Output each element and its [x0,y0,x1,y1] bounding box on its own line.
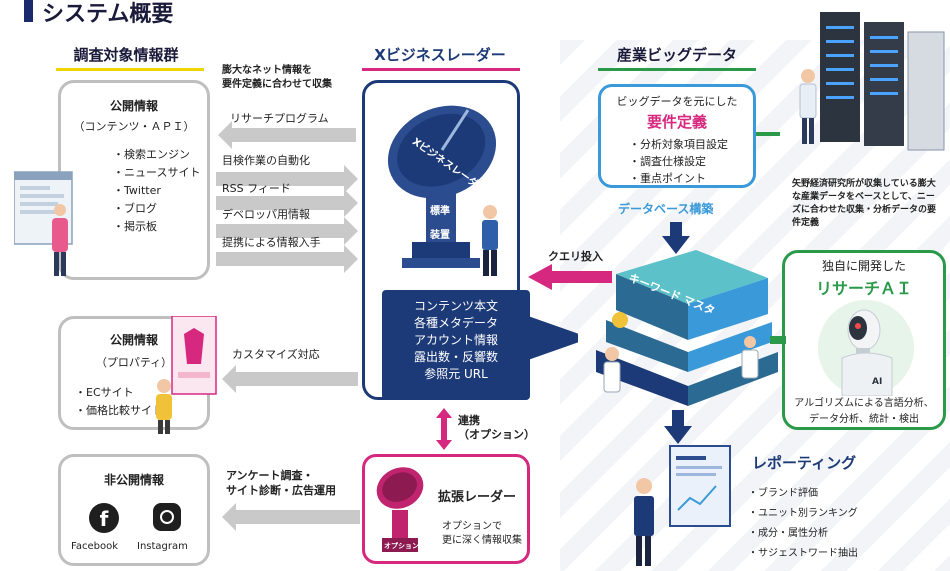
list-item: ・掲示板 [113,220,157,233]
panel-public-api-title: 公開情報 [109,99,158,113]
radar-data-item: 露出数・反響数 [413,350,498,364]
list-item: ・ECサイト [75,386,134,399]
title-accent-bar [24,0,33,22]
list-item: ・ニュースサイト [113,166,201,179]
panel-public-api: 公開情報 （コンテンツ・ＡＰＩ） ・検索エンジン ・ニュースサイト ・Twitt… [58,80,210,280]
radar-data-item: コンテンツ本文 [413,299,498,313]
panel-public-api-subtitle: （コンテンツ・ＡＰＩ） [73,120,195,133]
heading-bigdata: 産業ビッグデータ [616,46,737,64]
arrow-label: カスタマイズ対応 [232,348,320,361]
reporting-item: ・ユニット別ランキング [748,508,858,519]
arrow-label: リサーチプログラム [230,112,329,125]
down-arrow-database [662,222,690,254]
facebook-icon: f [89,503,119,533]
research-ai-lead: 独自に開発した [821,259,906,273]
arrow-research-program [218,121,356,149]
keyword-master-illustration [596,250,778,406]
requirements-item: ・分析対象項目設定 [629,138,728,151]
reporting-item: ・ブランド評価 [748,488,818,499]
research-ai-desc: アルゴリズムによる言語分析、 データ分析、統計・検出 [794,398,934,425]
extension-title: 拡張レーダー [438,490,517,505]
panel-private: 非公開情報 f Facebook Instagram [58,454,210,566]
query-label: クエリ投入 [548,250,603,263]
reporting-item: ・サジェストワード抽出 [748,548,858,559]
arrow-rss [216,189,358,217]
heading-bigdata-underline [598,68,756,71]
instagram-icon [153,503,181,531]
arrow-label: 目検作業の自動化 [222,154,310,167]
list-item: ・Twitter [113,184,161,197]
requirements-box: ビッグデータを元にした 要件定義 ・分析対象項目設定 ・調査仕様設定 ・重点ポイ… [598,84,756,188]
arrow-customize [222,365,358,393]
list-item: ・検索エンジン [113,148,190,161]
yano-note: 矢野経済研究所が収集している膨大な産業データをベースとして、ニーズに合わせた収集… [792,179,937,228]
instagram-label: Instagram [137,541,188,552]
shopping-illustration [156,316,217,434]
requirements-item: ・重点ポイント [629,172,706,185]
radar-data-item: 参照元 URL [424,367,488,381]
panel-public-property-title: 公開情報 [109,333,158,347]
link-double-arrow [436,408,452,450]
page-title: システム概要 [42,2,174,27]
arrow-survey [222,503,360,531]
query-arrow [528,264,612,290]
database-label: データベース構築 [618,202,714,216]
report-illustration [634,445,731,566]
arrow-label: アンケート調査・ サイト診断・広告運用 [226,469,336,497]
facebook-label: Facebook [71,541,118,552]
requirements-item: ・調査仕様設定 [629,155,706,168]
requirements-title: 要件定義 [646,113,707,131]
extension-dish-label: オプション [384,541,419,550]
base-label-2: 装置 [430,230,450,241]
browser-person-illustration [14,171,73,276]
list-item: ・価格比較サイト [75,404,163,417]
heading-radar: Xビジネスレーダー [374,46,506,64]
panel-public-property-subtitle: （プロパティ） [95,356,173,369]
arrow-partner [216,245,358,273]
radar-data-item: アカウント情報 [413,333,498,347]
green-connector [756,132,780,136]
requirements-lead: ビッグデータを元にした [616,95,738,108]
list-item: ・ブログ [113,202,157,215]
panel-private-title: 非公開情報 [103,473,164,487]
robot-illustration: AI [841,309,893,396]
servers-illustration [799,12,945,151]
collection-note: 膨大なネット情報を 要件定義に合わせて収集 [222,65,332,90]
arrow-label: 提携による情報入手 [222,236,321,249]
research-ai-title: リサーチＡＩ [815,279,912,298]
arrow-label: RSS フィード [222,182,291,195]
link-label: 連携 （オプション） [458,414,535,441]
robot-badge: AI [872,377,882,387]
radar-data-item: 各種メタデータ [413,316,498,330]
base-label-1: 標準 [430,206,450,217]
radar-data-box: コンテンツ本文 各種メタデータ アカウント情報 露出数・反響数 参照元 URL [382,290,530,400]
heading-targets: 調査対象情報群 [73,46,179,64]
down-arrow-reporting [664,410,692,444]
ai-connector [770,336,786,344]
arrow-label: デベロッパ用情報 [222,208,310,221]
radar-dish-illustration: Xビジネスレーダー [387,105,498,276]
heading-radar-underline [362,68,520,71]
heading-targets-underline [56,68,204,71]
extension-desc: オプションで 更に深く情報収集 [442,521,522,546]
arrow-developer [216,217,358,245]
reporting-title: レポーティング [752,454,857,472]
reporting-item: ・成分・属性分析 [748,528,828,539]
extension-dish-illustration: オプション [376,467,424,552]
arrow-automation [216,165,358,193]
